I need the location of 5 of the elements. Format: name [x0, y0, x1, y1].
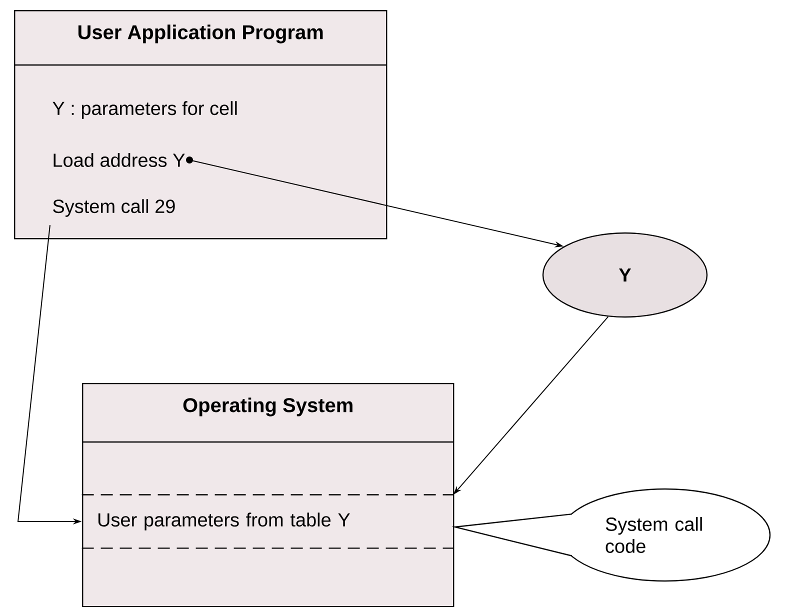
code-line: Load address Y	[54, 153, 185, 167]
table-row: User parameters from table Y	[82, 494, 454, 549]
code-line: Y : parameters for cell	[52, 101, 237, 119]
code-line: System call 29	[53, 199, 175, 217]
speech-bubble: System call code	[452, 488, 771, 582]
